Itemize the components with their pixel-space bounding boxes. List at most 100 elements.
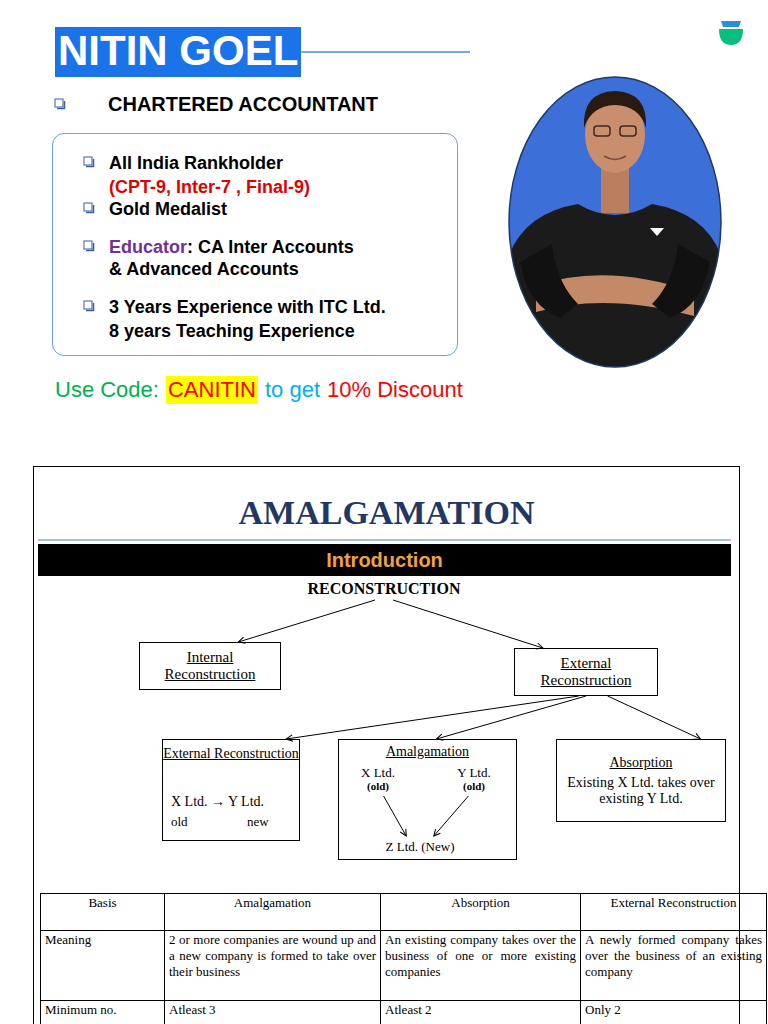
table-cell: Amalgamation	[169, 895, 376, 911]
table-grid: Basis Amalgamation Absorption External Reco…	[40, 893, 767, 1024]
section-band: Introduction	[38, 544, 731, 576]
box-text: Existing X Ltd. takes over existing Y Lt…	[563, 775, 719, 807]
bullet-symbol	[84, 241, 94, 251]
company-label: Z Ltd. (New)	[374, 836, 466, 857]
brand-logo	[719, 21, 743, 45]
bullet-shadow	[86, 303, 94, 311]
table-cell-frame: Amalgamation	[165, 894, 381, 931]
discount-text: 10% Discount	[327, 376, 463, 404]
logo-top	[721, 21, 741, 27]
root-label: RECONSTRUCTION	[294, 578, 474, 600]
profile-text: 8 years Teaching Experience	[109, 320, 355, 342]
table-cell-frame: 2 or more companies are wound up and a n…	[165, 931, 381, 1001]
table-cell-frame: Only 2	[581, 1001, 767, 1024]
box-heading: External Reconstruction	[163, 746, 299, 762]
box-heading: Absorption	[610, 755, 673, 771]
title-rule	[301, 51, 470, 53]
table-cell-frame: External Reconstruction	[581, 894, 767, 931]
section-heading: Introduction	[326, 548, 443, 572]
connector-arrow	[286, 696, 579, 739]
portrait-hair	[584, 91, 646, 128]
table-cell-frame: Absorption	[381, 894, 581, 931]
table-cell-frame: Atleast 2	[381, 1001, 581, 1024]
box-heading: Internal Reconstruction	[146, 649, 274, 683]
connector-arrow	[384, 796, 407, 836]
category-box: External Reconstruction	[514, 648, 658, 696]
bullet-shadow	[86, 243, 94, 251]
company-name: X Ltd.	[361, 765, 395, 780]
promo-line: Use Code:CANITINto get10% Discount	[55, 376, 463, 404]
table-cell: Minimum no.	[45, 1002, 160, 1018]
bullet-shadow	[86, 159, 94, 167]
profile-box: Educator: CA Inter Accounts & Advanced A…	[52, 133, 458, 356]
category-box: Internal Reconstruction	[139, 642, 281, 690]
box-heading: Amalgamation	[339, 744, 516, 760]
text-line: Educator: CA Inter Accounts & Advanced A…	[109, 236, 364, 280]
profile-text: 3 Years Experience with ITC Ltd.	[109, 296, 386, 318]
promo-text: Use Code:	[55, 376, 159, 404]
bullet-square	[84, 157, 92, 165]
subtitle: CHARTERED ACCOUNTANT	[108, 92, 378, 116]
table-cell-frame: Meaning	[41, 931, 165, 1001]
table-row: Minimum no. Atleast 3 Atleast 2 Only 2	[41, 1001, 767, 1024]
portrait-glasses	[594, 126, 610, 136]
comparison-table: Basis Amalgamation Absorption External Reco…	[40, 893, 767, 1024]
bullet-symbol	[55, 99, 65, 109]
table-cell-frame: Minimum no.	[41, 1001, 165, 1024]
rank-text: (CPT-9, Inter-7 , Final-9)	[109, 176, 310, 198]
heading-rule	[38, 540, 731, 541]
table-cell: Basis	[45, 895, 160, 911]
connector-arrow	[238, 600, 375, 642]
bullet-shadow	[86, 205, 94, 213]
role-label: Educator	[109, 237, 187, 257]
table-cell-frame: Basis	[41, 894, 165, 931]
company-note: (old)	[463, 780, 485, 793]
promo-text: to get	[265, 376, 320, 404]
example-note: new	[247, 814, 269, 829]
company-name: Z Ltd. (New)	[386, 839, 455, 854]
table-cell: Atleast 3	[169, 1002, 376, 1018]
page-heading: AMALGAMATION	[34, 493, 739, 533]
table-cell: Only 2	[585, 1002, 762, 1018]
table-cell-frame: A newly formed company takes over the bu…	[581, 931, 767, 1001]
table-cell-frame: Atleast 3	[165, 1001, 381, 1024]
bullet-square	[84, 241, 92, 249]
portrait-outline	[509, 77, 721, 367]
root-heading: RECONSTRUCTION	[308, 579, 461, 599]
bullet-square	[84, 301, 92, 309]
table-cell: A newly formed company takes over the bu…	[585, 932, 762, 980]
portrait-photo	[505, 77, 725, 370]
table-cell: 2 or more companies are wound up and a n…	[169, 932, 376, 980]
example-note: old	[171, 814, 188, 829]
company-name: Y Ltd.	[457, 765, 490, 780]
type-box: AmalgamationX Ltd.(old)Y Ltd.(old)Z Ltd.…	[338, 739, 517, 860]
table-cell-frame: An existing company takes over the busin…	[381, 931, 581, 1001]
table-row: Meaning 2 or more companies are wound up …	[41, 931, 767, 1001]
profile-text: All India Rankholder	[109, 152, 283, 174]
table-cell: Absorption	[385, 895, 576, 911]
portrait-shirt	[505, 204, 725, 370]
bullet-symbol	[84, 203, 94, 213]
bullet-shadow	[57, 101, 65, 109]
box-heading: External Reconstruction	[521, 655, 651, 689]
company-label: X Ltd.(old)	[350, 762, 406, 796]
connector-arrow	[608, 696, 701, 739]
connector-arrow	[393, 600, 543, 648]
type-box: External Reconstruction X Ltd. → Y Ltd. ol…	[162, 739, 300, 841]
promo-code: CANITIN	[166, 376, 258, 404]
example-text: X Ltd. → Y Ltd.	[171, 794, 264, 810]
connector-arrow	[434, 796, 469, 836]
table-cell: An existing company takes over the busin…	[385, 932, 576, 980]
company-label: Y Ltd.(old)	[446, 762, 502, 796]
name-title: NITIN GOEL	[55, 27, 301, 77]
portrait-glasses	[620, 126, 636, 136]
table-cell: Atleast 2	[385, 1002, 576, 1018]
table-cell: External Reconstruction	[585, 895, 762, 911]
bullet-square	[55, 99, 63, 107]
portrait-smile	[604, 156, 626, 160]
table-row: Basis Amalgamation Absorption External Reco…	[41, 894, 767, 931]
bullet-square	[84, 203, 92, 211]
shirt-logo	[650, 228, 664, 236]
type-box: AbsorptionExisting X Ltd. takes over exi…	[556, 739, 726, 822]
table-cell: Meaning	[45, 932, 160, 948]
